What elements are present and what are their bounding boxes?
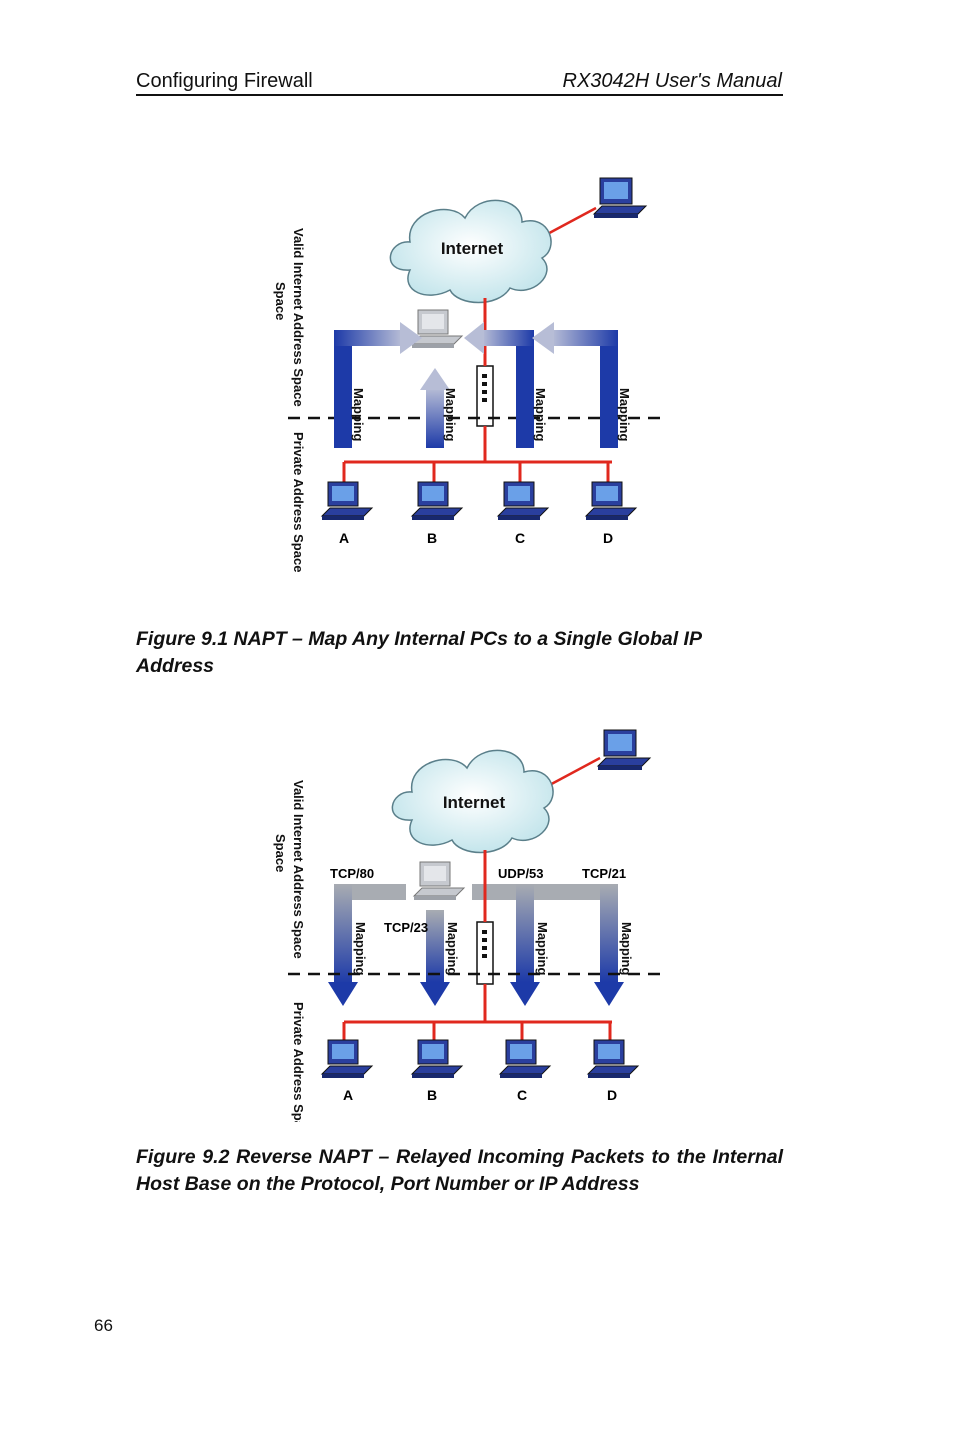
pc-label-d: D (603, 530, 613, 546)
mapping-arrow-d (594, 884, 624, 1006)
mapping-label-c: Mapping (535, 922, 550, 975)
client-pc-d-icon (584, 481, 638, 520)
mapping-arrow-c (472, 884, 618, 1006)
pc-label-a: A (339, 530, 349, 546)
nat-host-icon (412, 861, 466, 900)
mapping-arrow-a (334, 322, 422, 448)
mapping-label-c: Mapping (533, 388, 548, 441)
internet-label: Internet (443, 793, 506, 812)
valid-space-label-line2: Space (273, 834, 288, 872)
port-label-tcp21: TCP/21 (582, 866, 626, 881)
mapping-arrow-b (420, 910, 450, 1006)
figure-9-2-caption: Figure 9.2 Reverse NAPT – Relayed Incomi… (136, 1146, 783, 1195)
valid-space-label-line2: Space (273, 282, 288, 320)
mapping-label-a: Mapping (353, 922, 368, 975)
remote-pc-icon (596, 729, 652, 770)
pc-label-d: D (607, 1087, 617, 1103)
mapping-label-d: Mapping (619, 922, 634, 975)
client-pc-c-icon (496, 481, 550, 520)
client-pc-b-icon (410, 481, 464, 520)
client-pc-c-icon (498, 1039, 552, 1078)
client-pc-b-icon (410, 1039, 464, 1078)
mapping-arrow-b (420, 368, 450, 448)
valid-space-label: Valid Internet Address Space (291, 228, 306, 407)
mapping-label-a: Mapping (351, 388, 366, 441)
figure-9-1-caption: Figure 9.1 NAPT – Map Any Internal PCs t… (136, 628, 702, 677)
remote-pc-icon (592, 177, 648, 218)
port-label-tcp23: TCP/23 (384, 920, 428, 935)
header-manual-title: RX3042H User's Manual (562, 70, 782, 92)
internet-cloud (389, 199, 552, 304)
pc-label-b: B (427, 1087, 437, 1103)
client-pc-a-icon (320, 1039, 374, 1078)
pc-label-a: A (343, 1087, 353, 1103)
mapping-label-d: Mapping (617, 388, 632, 441)
port-label-udp53: UDP/53 (498, 866, 544, 881)
port-label-tcp80: TCP/80 (330, 866, 374, 881)
pc-label-b: B (427, 530, 437, 546)
header-section-title: Configuring Firewall (136, 70, 313, 92)
valid-space-label: Valid Internet Address Space (291, 780, 306, 959)
client-pc-d-icon (586, 1039, 640, 1078)
lan-lines (342, 298, 612, 482)
mapping-label-b: Mapping (443, 388, 458, 441)
pc-label-c: C (517, 1087, 527, 1103)
mapping-arrow-d (532, 322, 618, 448)
lan-lines (342, 850, 612, 1040)
nat-host-icon (410, 309, 464, 348)
private-space-label: Private Address Space (291, 432, 306, 572)
private-space-label: Private Address Space (291, 1002, 306, 1122)
internet-cloud (391, 749, 554, 854)
mapping-arrow-a (328, 884, 406, 1006)
mapping-label-b: Mapping (445, 922, 460, 975)
page-number: 66 (94, 1316, 113, 1335)
internet-label: Internet (441, 239, 504, 258)
pc-label-c: C (515, 530, 525, 546)
figure-napt-diagram: Valid Internet Address Space Private Add… (260, 170, 680, 610)
header-rule (136, 94, 783, 96)
figure-reverse-napt-diagram: Valid Internet Address Space Space Priva… (260, 722, 680, 1122)
remote-link (543, 756, 601, 790)
client-pc-a-icon (320, 481, 374, 520)
mapping-arrow-c (464, 322, 534, 448)
